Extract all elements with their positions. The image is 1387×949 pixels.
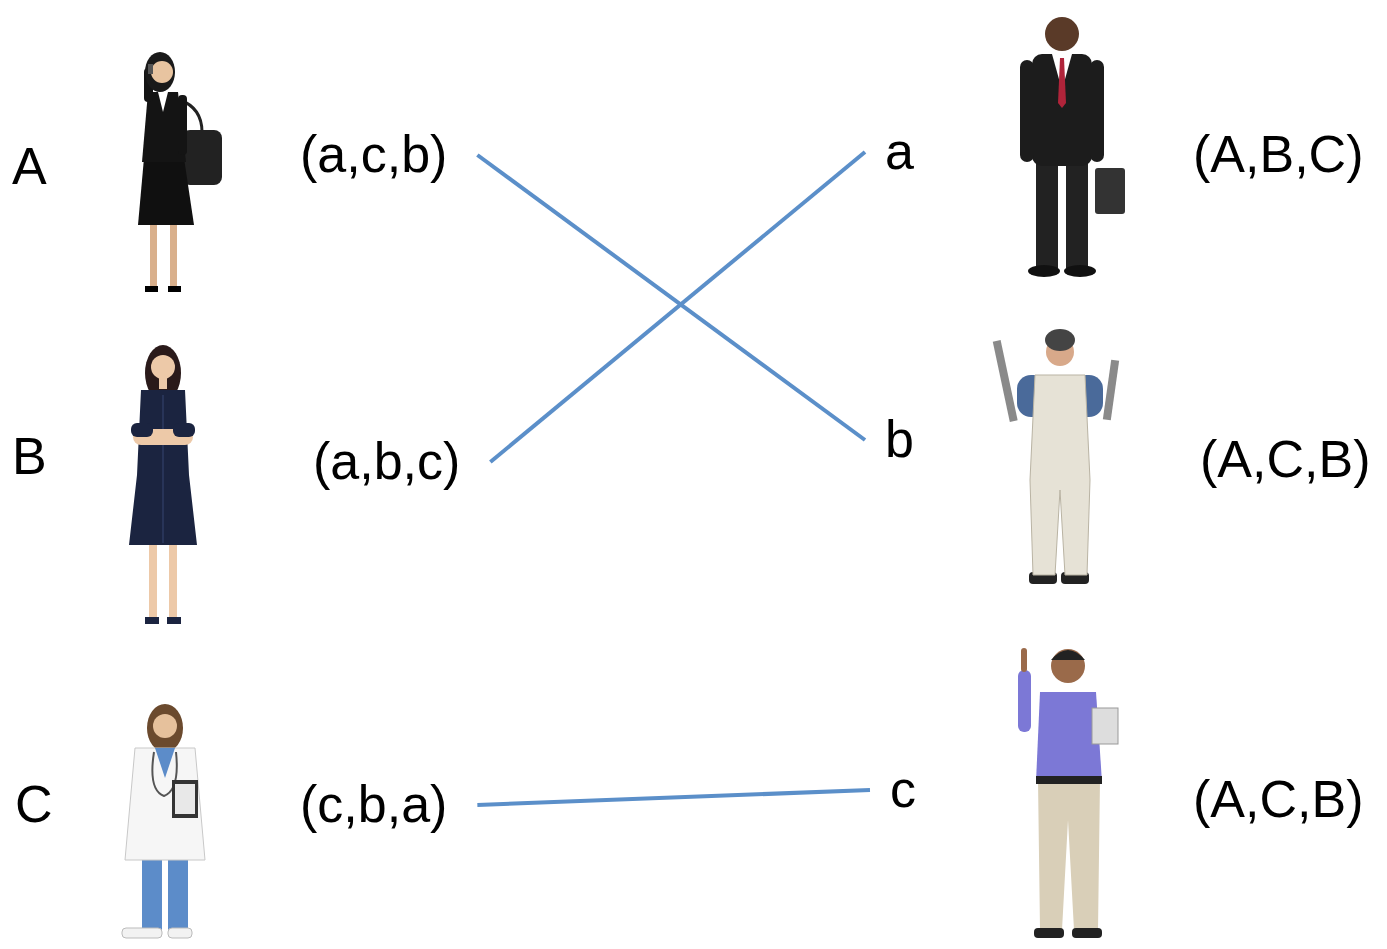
person-letter: A — [12, 138, 47, 195]
preference-list: (A,C,B) — [1193, 771, 1363, 828]
woman-figure — [138, 52, 222, 292]
text-holder: A — [12, 138, 47, 195]
text-holder: B — [12, 428, 47, 485]
doctor-figure — [122, 704, 205, 938]
text-holder: (c,b,a) — [300, 776, 447, 833]
preference-list: (a,c,b) — [300, 126, 447, 183]
text-holder: C — [15, 776, 53, 833]
person: a (A,B,C) — [865, 5, 1383, 285]
match-line — [490, 152, 865, 462]
man-figure — [1018, 648, 1118, 938]
text-holder: c — [890, 761, 916, 818]
person-letter: c — [890, 761, 916, 818]
preference-list: (A,B,C) — [1193, 126, 1363, 183]
preference-list: (a,b,c) — [313, 433, 460, 490]
businessman-figure — [1020, 17, 1125, 277]
person: C (c,b,a) — [4, 695, 477, 946]
person-letter: C — [15, 776, 53, 833]
text-holder: (A,B,C) — [1193, 126, 1363, 183]
person: A (a,c,b) — [4, 45, 477, 300]
text-holder: (A,C,B) — [1193, 771, 1363, 828]
text-holder: (A,C,B) — [1200, 431, 1370, 488]
person: B (a,b,c) — [4, 340, 490, 636]
preference-list: (c,b,a) — [300, 776, 447, 833]
person-letter: a — [885, 123, 914, 180]
text-holder: a — [885, 123, 914, 180]
person: b (A,C,B) — [865, 315, 1383, 595]
preference-list: (A,C,B) — [1200, 431, 1370, 488]
text-holder: (a,c,b) — [300, 126, 447, 183]
text-holder: (a,b,c) — [313, 433, 460, 490]
plumber-figure — [993, 329, 1119, 584]
match-line — [477, 790, 870, 805]
woman-figure — [129, 345, 197, 624]
person-letter: b — [885, 411, 914, 468]
person-letter: B — [12, 428, 47, 485]
person: c (A,C,B) — [870, 625, 1383, 946]
text-holder: b — [885, 411, 914, 468]
